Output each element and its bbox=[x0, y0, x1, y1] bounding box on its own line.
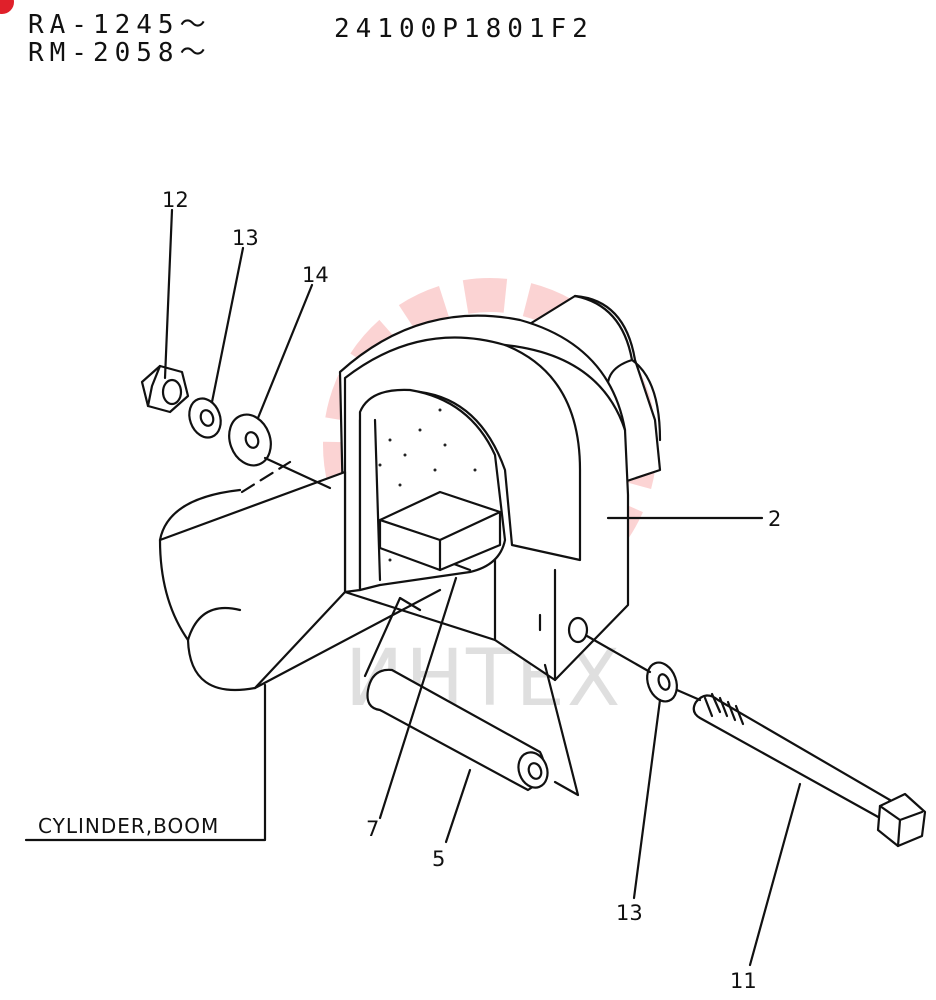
callout-13-bottom: 13 bbox=[616, 901, 643, 925]
spring-washer-bottom bbox=[646, 661, 678, 703]
serial-range-1: RA-1245〜 bbox=[28, 4, 206, 41]
serial-range-2-text: RM-2058 bbox=[28, 38, 180, 68]
leader-lines bbox=[24, 208, 802, 967]
boom-cylinder bbox=[158, 460, 442, 692]
cylinder-boom-label: CYLINDER,BOOM bbox=[38, 814, 219, 838]
callout-12: 12 bbox=[162, 188, 189, 212]
assembly-lines bbox=[263, 456, 702, 702]
part-code: 24100P1801F2 bbox=[334, 14, 594, 44]
bracket-hole bbox=[567, 616, 589, 644]
callout-13-top: 13 bbox=[232, 226, 259, 250]
serial-range-2-tilde: 〜 bbox=[179, 38, 206, 68]
bolt bbox=[692, 692, 927, 848]
pin bbox=[366, 668, 549, 792]
callout-11: 11 bbox=[730, 969, 757, 993]
serial-range-2: RM-2058〜 bbox=[28, 32, 206, 69]
callout-5: 5 bbox=[432, 847, 445, 871]
lock-nut bbox=[140, 364, 190, 414]
callout-7: 7 bbox=[366, 817, 379, 841]
callout-14: 14 bbox=[302, 263, 329, 287]
boom-bracket bbox=[338, 314, 630, 682]
flat-washer bbox=[228, 413, 272, 467]
spring-washer-top bbox=[188, 397, 222, 439]
serial-range-1-tilde: 〜 bbox=[179, 10, 206, 40]
callout-2: 2 bbox=[768, 507, 781, 531]
serial-range-1-text: RA-1245 bbox=[28, 10, 180, 40]
